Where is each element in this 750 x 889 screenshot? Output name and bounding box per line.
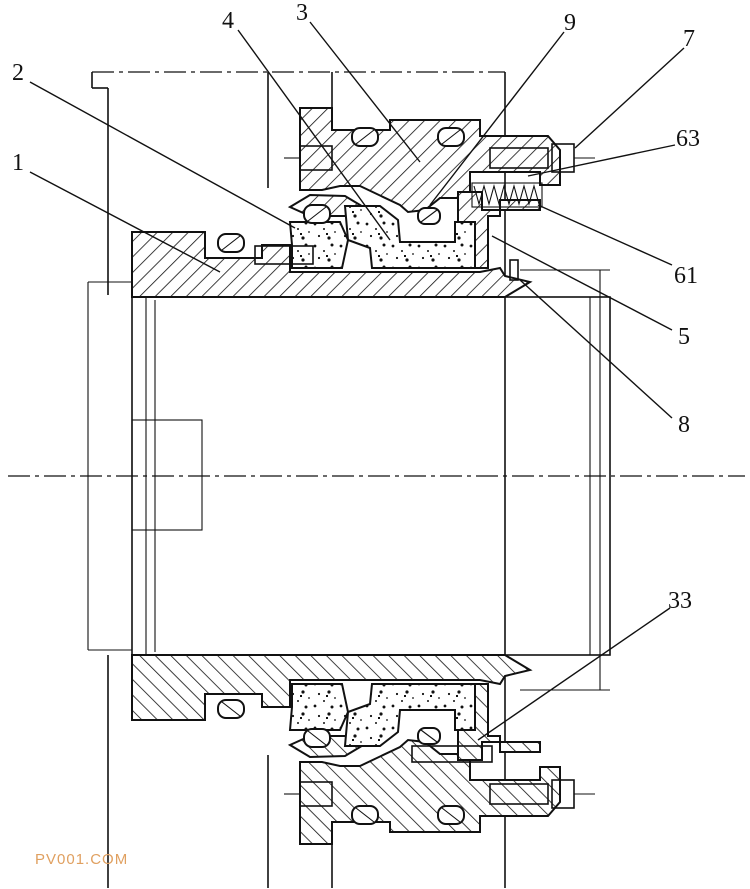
shaft-sleeve-bottom: [131, 654, 533, 721]
gland-screw-bottom: [489, 783, 549, 805]
spring-seat-bottom: [457, 683, 541, 761]
spring-top: [473, 183, 540, 207]
part-label-8: 8: [678, 412, 690, 438]
part-label-5: 5: [678, 324, 690, 350]
gland-screw-top: [489, 147, 549, 169]
spring-seat-top: [457, 191, 541, 269]
part-label-7: 7: [683, 26, 695, 52]
part-label-3: 3: [296, 0, 308, 26]
rotating-ring-top: [288, 221, 350, 269]
drive-pin-top: [254, 245, 314, 265]
drive-pin-bottom: [411, 745, 493, 763]
rotating-ring-bottom: [288, 683, 350, 731]
o-rings-bottom: [217, 699, 465, 825]
part-label-63: 63: [676, 126, 700, 152]
part-label-1: 1: [12, 150, 24, 176]
part-label-9: 9: [564, 10, 576, 36]
o-rings-top: [217, 127, 465, 253]
leader-lines: [29, 21, 685, 741]
shaft: [131, 269, 611, 691]
part-label-2: 2: [12, 60, 24, 86]
part-label-33: 33: [668, 588, 692, 614]
part-label-61: 61: [674, 263, 698, 289]
part-label-4: 4: [222, 8, 234, 34]
watermark: PV001.COM: [35, 851, 129, 868]
shaft-sleeve-top: [131, 231, 533, 298]
retaining-pin-8: [509, 259, 519, 281]
